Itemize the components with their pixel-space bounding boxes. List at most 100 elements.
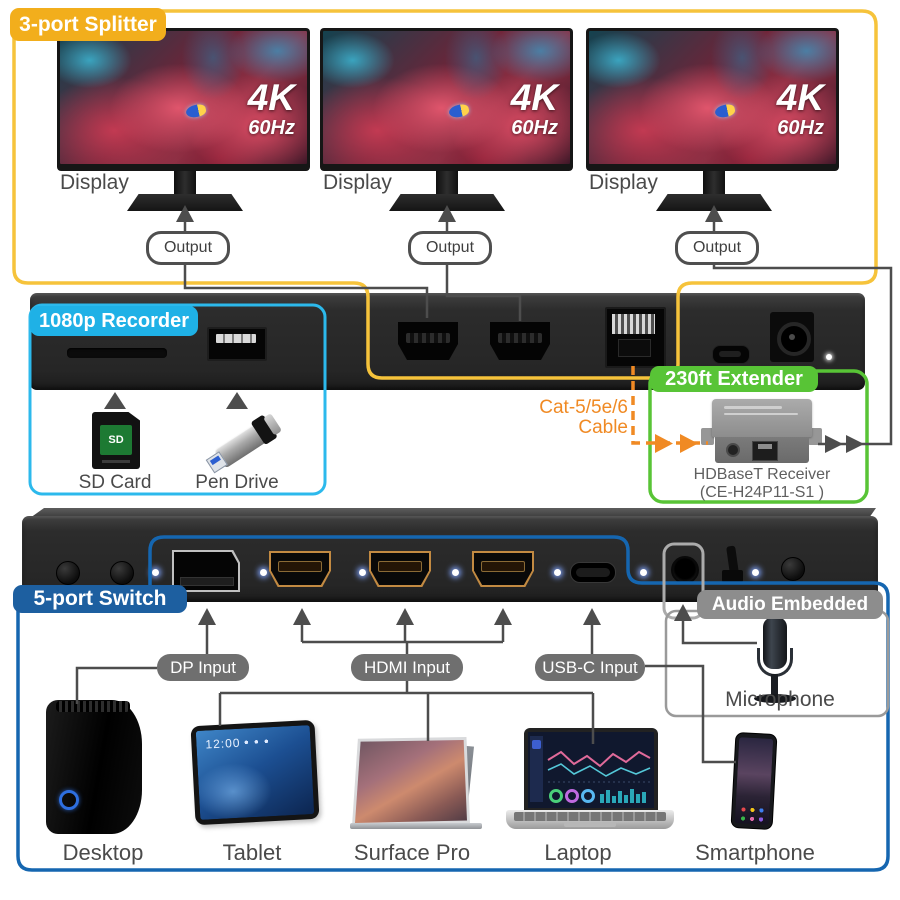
sd-card-icon: SD — [92, 412, 140, 469]
tablet-label: Tablet — [222, 840, 282, 865]
res-text: 4K — [776, 76, 824, 118]
rj45-port — [605, 307, 666, 368]
splitter-badge: 3-port Splitter — [10, 8, 166, 41]
receiver-audio-jack — [726, 443, 740, 457]
output-pill-1: Output — [146, 231, 230, 265]
desktop-icon — [46, 700, 142, 834]
receiver-name-line1: HDBaseT Receiver — [693, 466, 831, 483]
sd-card-label: SD Card — [78, 472, 152, 493]
desktop-label: Desktop — [62, 840, 144, 865]
monitor-1-stand — [174, 171, 196, 195]
fish-icon — [447, 103, 470, 120]
laptop-trackpad — [564, 822, 616, 827]
monitor-3-base — [656, 194, 772, 211]
receiver-label-bar — [724, 406, 782, 409]
switch-badge: 5-port Switch — [13, 585, 187, 613]
recorder-badge: 1080p Recorder — [30, 306, 198, 336]
laptop-dashboard-chart — [530, 736, 651, 803]
switch-device-top-edge — [30, 508, 876, 518]
usb-a-tongue — [216, 334, 256, 343]
pen-drive-icon — [187, 387, 291, 485]
microphone-yoke — [757, 648, 793, 677]
desktop-vents — [56, 701, 130, 712]
rate-text: 60Hz — [777, 116, 824, 139]
smartphone-screen — [734, 737, 774, 825]
tablet-icon: 12:00 — [190, 719, 320, 826]
output-pill-3: Output — [675, 231, 759, 265]
monitor-1-res-badge: 4K 60Hz — [248, 79, 295, 138]
tablet-clock: 12:00 — [205, 735, 241, 752]
power-led — [826, 354, 832, 360]
tablet-clock-dots — [242, 738, 273, 747]
monitor-3-wallpaper: 4K 60Hz — [589, 31, 836, 164]
audio-jack-port — [671, 556, 699, 584]
monitor-3: 4K 60Hz — [586, 28, 839, 171]
hdbaset-receiver-top — [712, 399, 812, 437]
receiver-name-line2: (CE-H24P11-S1 ) — [699, 484, 825, 501]
sd-card-logo: SD — [100, 425, 132, 455]
monitor-2-base — [389, 194, 505, 211]
audio-embedded-badge: Audio Embedded — [697, 590, 883, 619]
port-led-1 — [152, 569, 159, 576]
usbc-input-pill: USB-C Input — [535, 654, 645, 681]
rate-text: 60Hz — [248, 116, 295, 139]
dc-power-jack — [770, 312, 814, 362]
smartphone-icon — [730, 731, 778, 831]
receiver-rj45-port — [752, 441, 778, 461]
desktop-power-ring — [59, 790, 79, 810]
cat-cable-arrowheads — [655, 434, 698, 453]
surface-screen — [355, 740, 467, 823]
monitor-1-base — [127, 194, 243, 211]
select-button-1 — [56, 561, 80, 585]
sd-card-slot — [67, 348, 167, 358]
laptop-keyboard — [514, 812, 666, 821]
monitor-2-stand — [436, 171, 458, 195]
cable-label-line2: Cable — [578, 417, 628, 438]
receiver-label-bar — [724, 413, 798, 415]
laptop-screen — [528, 732, 654, 808]
surface-base — [350, 823, 482, 829]
laptop-icon — [524, 728, 658, 812]
pen-drive-label: Pen Drive — [195, 472, 279, 493]
surface-label: Surface Pro — [353, 840, 471, 865]
toggle-switch-base — [722, 570, 743, 582]
port-led-2 — [260, 569, 267, 576]
select-button-2 — [110, 561, 134, 585]
res-text: 4K — [510, 76, 558, 118]
hdmi-output-port-2 — [490, 322, 550, 360]
hdmi-input-port-1 — [269, 551, 331, 587]
select-button-3 — [781, 557, 805, 581]
microphone-label: Microphone — [725, 688, 835, 711]
hdmi-input-pill: HDMI Input — [351, 654, 463, 681]
monitor-2-res-badge: 4K 60Hz — [511, 79, 558, 138]
port-led-3 — [359, 569, 366, 576]
smartphone-label: Smartphone — [695, 840, 815, 865]
usb-a-port — [207, 327, 267, 361]
hdmi-input-port-3 — [472, 551, 534, 587]
monitor-3-res-badge: 4K 60Hz — [777, 79, 824, 138]
monitor-1: 4K 60Hz — [57, 28, 310, 171]
tablet-screen: 12:00 — [195, 725, 315, 820]
output-pill-2: Output — [408, 231, 492, 265]
port-led-6 — [640, 569, 647, 576]
fish-icon — [713, 103, 736, 120]
monitor-1-wallpaper: 4K 60Hz — [60, 31, 307, 164]
surface-icon — [352, 737, 470, 826]
laptop-label: Laptop — [544, 840, 612, 865]
monitor-2: 4K 60Hz — [320, 28, 573, 171]
monitor-2-wallpaper: 4K 60Hz — [323, 31, 570, 164]
hdmi-input-port-2 — [369, 551, 431, 587]
monitor-3-stand — [703, 171, 725, 195]
usb-c-input-port — [570, 562, 616, 583]
display-label-1: Display — [60, 171, 129, 194]
port-led-7 — [752, 569, 759, 576]
port-led-5 — [554, 569, 561, 576]
extender-badge: 230ft Extender — [650, 366, 818, 392]
fish-icon — [184, 103, 207, 120]
port-led-4 — [452, 569, 459, 576]
display-label-2: Display — [323, 171, 392, 194]
display-label-3: Display — [589, 171, 658, 194]
micro-usb-port — [712, 345, 750, 364]
rate-text: 60Hz — [511, 116, 558, 139]
